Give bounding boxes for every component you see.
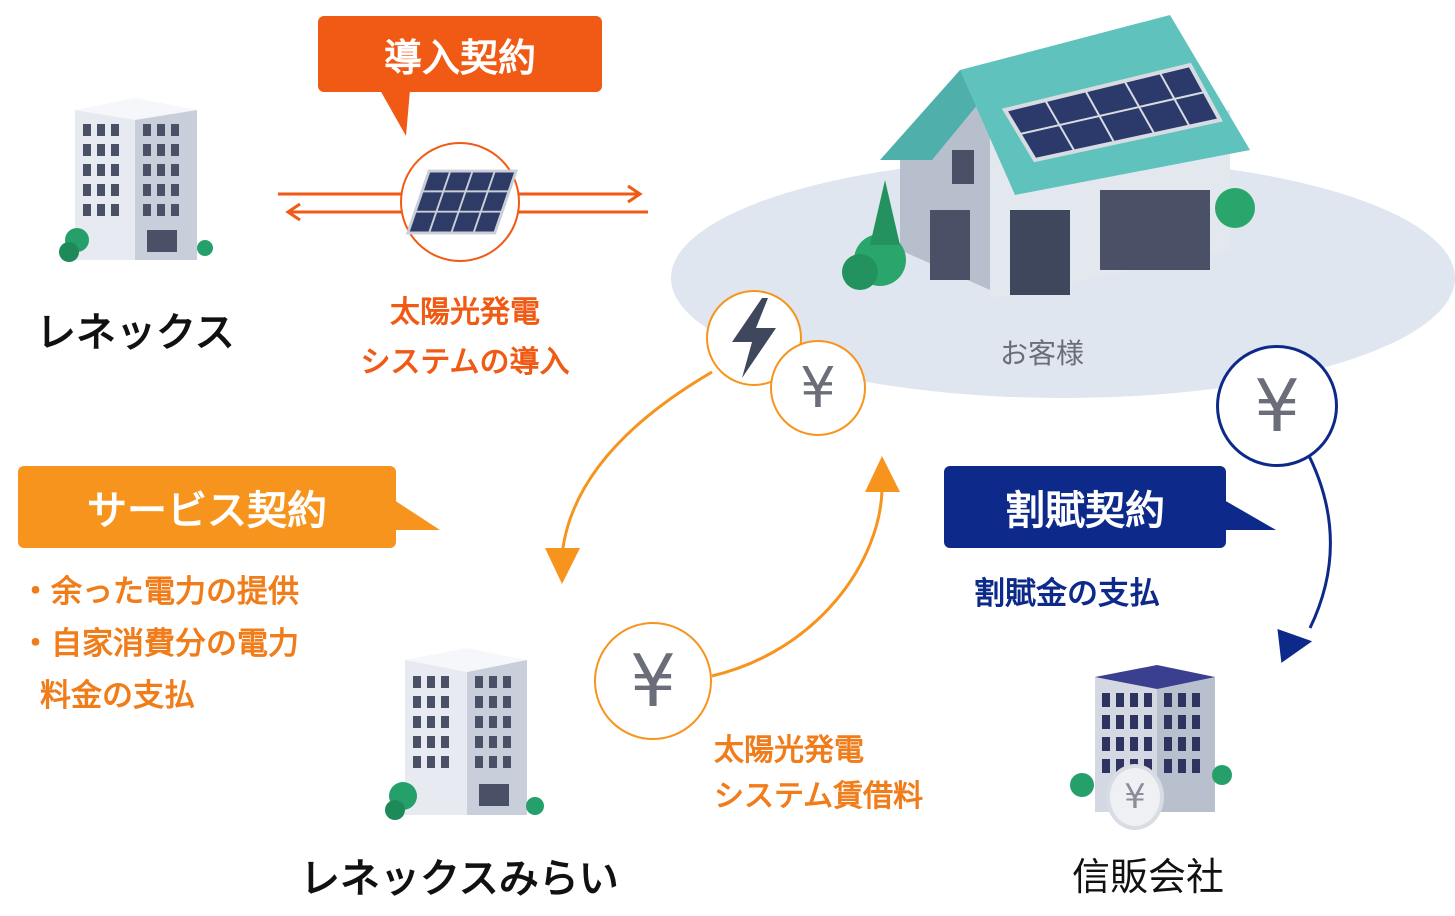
service-bubble-tail (394, 500, 440, 530)
rental-description-line-1: 太陽光発電 (714, 733, 864, 768)
shinpan-yen-coin: ¥ (1106, 764, 1164, 830)
yen-icon: ¥ (1124, 777, 1146, 817)
customer-house-icon (842, 15, 1255, 300)
introduction-contract-label: 導入契約 (383, 35, 536, 80)
solar-panel-circle (400, 142, 520, 262)
rental-description-line-2: システム賃借料 (714, 779, 924, 814)
service-description-line-1: ・余った電力の提供 (20, 574, 299, 610)
shinpan-label: 信販会社 (1072, 855, 1225, 899)
rental-flow-arrow (711, 489, 884, 678)
service-description-line-2: ・自家消費分の電力 (20, 626, 299, 662)
rental-description: 太陽光発電 システム賃借料 (714, 728, 923, 820)
renex-mirai-building-icon (385, 648, 544, 820)
yen-icon: ¥ (630, 639, 676, 723)
introduction-description: 太陽光発電 システムの導入 (340, 288, 590, 388)
yen-icon: ¥ (800, 355, 836, 421)
introduction-contract-bubble: 導入契約 (318, 16, 602, 92)
introduction-description-line-1: 太陽光発電 (390, 295, 540, 330)
renex-building-icon (59, 98, 213, 262)
rental-flow-arrowhead (865, 456, 900, 492)
renex-mirai-label: レネックスみらい (300, 856, 619, 902)
installment-flow-arrowhead (1277, 629, 1313, 663)
lightning-icon (732, 298, 776, 378)
customer-label: お客様 (1000, 337, 1085, 370)
service-flow-arrowhead (545, 548, 580, 584)
yen-icon: ¥ (1254, 364, 1300, 448)
installment-flow-arrow (1303, 447, 1332, 629)
installment-description: 割賦金の支払 (974, 576, 1160, 612)
solar-panel-icon (405, 169, 518, 235)
customer-yen-coin: ¥ (770, 340, 866, 436)
introduction-bubble-tail (380, 90, 410, 136)
introduction-description-line-2: システムの導入 (360, 345, 570, 380)
installment-contract-label: 割賦契約 (1005, 488, 1165, 534)
installment-yen-coin: ¥ (1216, 345, 1338, 467)
renex-label: レネックス (36, 310, 235, 356)
service-description: ・余った電力の提供 ・自家消費分の電力 料金の支払 (20, 566, 299, 722)
service-contract-label: サービス契約 (87, 488, 327, 534)
service-description-line-3: 料金の支払 (40, 678, 195, 714)
service-contract-bubble: サービス契約 (18, 466, 396, 548)
rental-yen-coin: ¥ (594, 622, 712, 740)
service-flow-arrow (560, 370, 713, 556)
installment-contract-bubble: 割賦契約 (944, 466, 1226, 548)
installment-bubble-tail (1224, 500, 1276, 530)
